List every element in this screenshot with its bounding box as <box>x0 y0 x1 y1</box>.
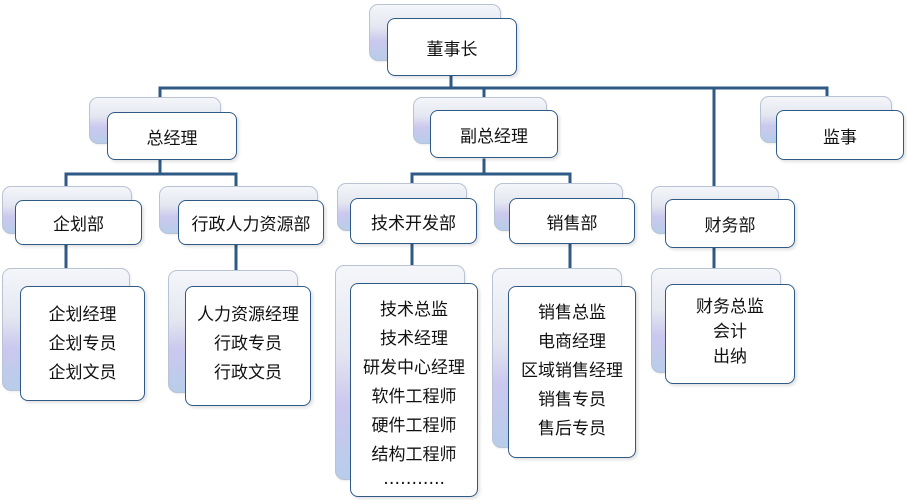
list-item: 销售总监 <box>538 303 606 323</box>
list-item: 技术总监 <box>380 300 448 320</box>
list-item: 行政专员 <box>214 334 282 354</box>
list-item: 软件工程师 <box>371 387 457 407</box>
list-item: 人力资源经理 <box>197 305 299 325</box>
list-item: 企划经理 <box>48 305 117 325</box>
list-item: 财务总监 <box>696 297 764 317</box>
list-item: 企划专员 <box>48 334 117 354</box>
list-item: 区域销售经理 <box>521 361 623 381</box>
node-chairman-label: 董事长 <box>387 18 517 76</box>
list-item: 销售专员 <box>538 390 606 410</box>
list-item: 结构工程师 <box>371 445 457 465</box>
list-item: 售后专员 <box>538 419 606 439</box>
list-item: 硬件工程师 <box>371 416 457 436</box>
list-item: 研发中心经理 <box>363 358 465 378</box>
node-planning-label: 企划部 <box>15 200 142 245</box>
list-item: 技术经理 <box>380 329 448 349</box>
list-item: ……….. <box>383 469 445 489</box>
node-finance-label: 财务部 <box>665 199 795 248</box>
list-item: 会计 <box>713 322 747 342</box>
node-tech-label: 技术开发部 <box>350 198 477 244</box>
node-sales-label: 销售部 <box>509 198 635 244</box>
list-item: 电商经理 <box>538 332 606 352</box>
node-supervisor-label: 监事 <box>776 110 904 160</box>
list-item: 企划文员 <box>48 363 117 383</box>
list-item: 行政文员 <box>214 363 282 383</box>
node-hr-label: 行政人力资源部 <box>178 200 324 245</box>
node-dgm-label: 副总经理 <box>430 110 558 158</box>
list-item: 出纳 <box>713 347 747 367</box>
node-gm-label: 总经理 <box>107 112 237 160</box>
